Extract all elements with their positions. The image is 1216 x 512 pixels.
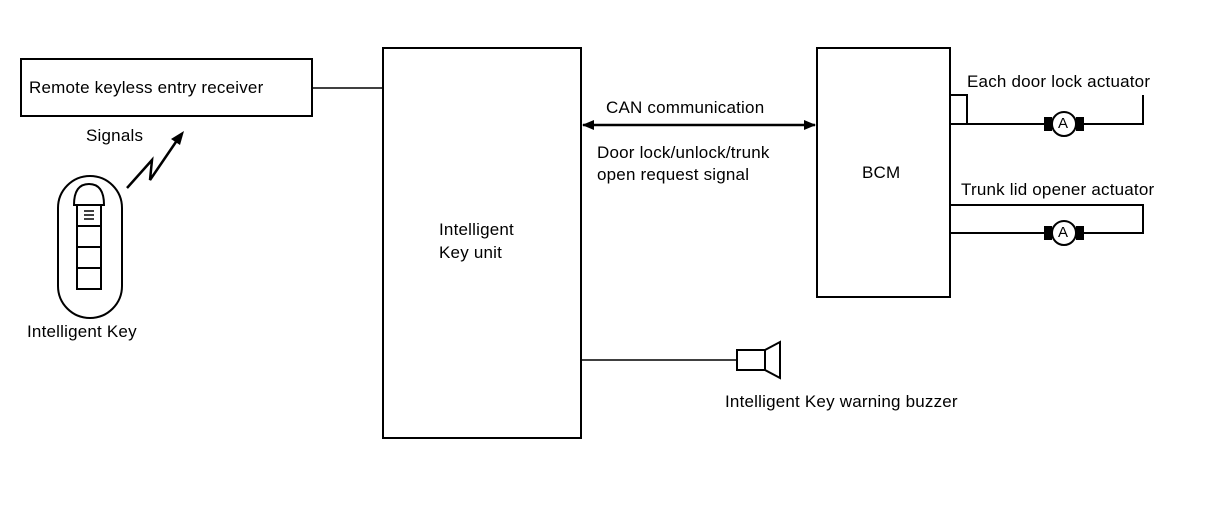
door-actuator-label: Each door lock actuator	[967, 72, 1151, 91]
request-signal-label-line2: open request signal	[597, 165, 750, 184]
can-label: CAN communication	[606, 98, 765, 117]
request-signal-label-line1: Door lock/unlock/trunk	[597, 143, 770, 162]
receiver-label: Remote keyless entry receiver	[29, 78, 264, 97]
ik-unit-label-line1: Intelligent	[439, 220, 514, 239]
bcm-box	[816, 47, 951, 298]
buzzer-icon	[736, 340, 781, 380]
buzzer-label: Intelligent Key warning buzzer	[725, 392, 958, 411]
trunk-motor-letter: A	[1058, 224, 1069, 241]
door-motor-letter: A	[1058, 115, 1069, 132]
signals-label: Signals	[86, 126, 144, 145]
door-motor-icon	[1044, 111, 1084, 137]
trunk-motor-icon	[1044, 220, 1084, 246]
receiver-box	[20, 58, 313, 117]
signal-lightning-icon	[126, 131, 184, 189]
intelligent-key-label: Intelligent Key	[27, 322, 137, 341]
trunk-actuator-label: Trunk lid opener actuator	[961, 180, 1155, 199]
intelligent-key-fob-icon	[57, 175, 123, 319]
bcm-label: BCM	[862, 163, 901, 182]
ik-unit-label-line2: Key unit	[439, 243, 503, 262]
ik-unit-box	[382, 47, 582, 439]
